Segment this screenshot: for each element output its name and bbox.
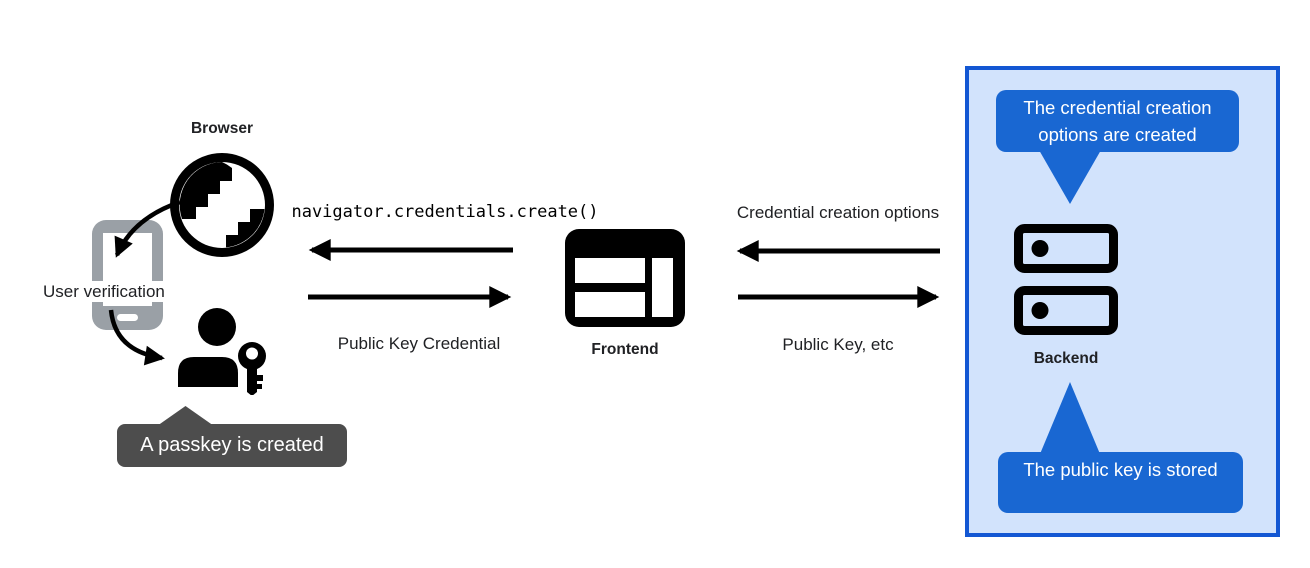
public-key-etc-label: Public Key, etc <box>782 335 894 354</box>
options-created-bubble: The credential creation options are crea… <box>996 90 1239 152</box>
arrow-browser-to-phone <box>114 199 181 258</box>
arrow-phone-to-passkey <box>108 309 165 366</box>
backend-label: Backend <box>1033 350 1099 367</box>
public-key-credential-label: Public Key Credential <box>337 334 501 353</box>
user-verification-label: User verification <box>41 281 167 302</box>
phone-home-slot <box>117 314 138 321</box>
create-call-label: navigator.credentials.create() <box>291 202 599 222</box>
globe-icon <box>170 153 274 257</box>
server-stack-icon <box>1014 224 1118 335</box>
frontend-label: Frontend <box>591 341 659 358</box>
browser-label: Browser <box>190 120 254 137</box>
browser-window-icon <box>565 229 685 327</box>
passkey-tooltip: A passkey is created <box>117 424 347 467</box>
credential-creation-options-label: Credential creation options <box>736 203 940 222</box>
public-key-stored-bubble: The public key is stored <box>998 452 1243 513</box>
person-key-icon <box>178 308 266 395</box>
